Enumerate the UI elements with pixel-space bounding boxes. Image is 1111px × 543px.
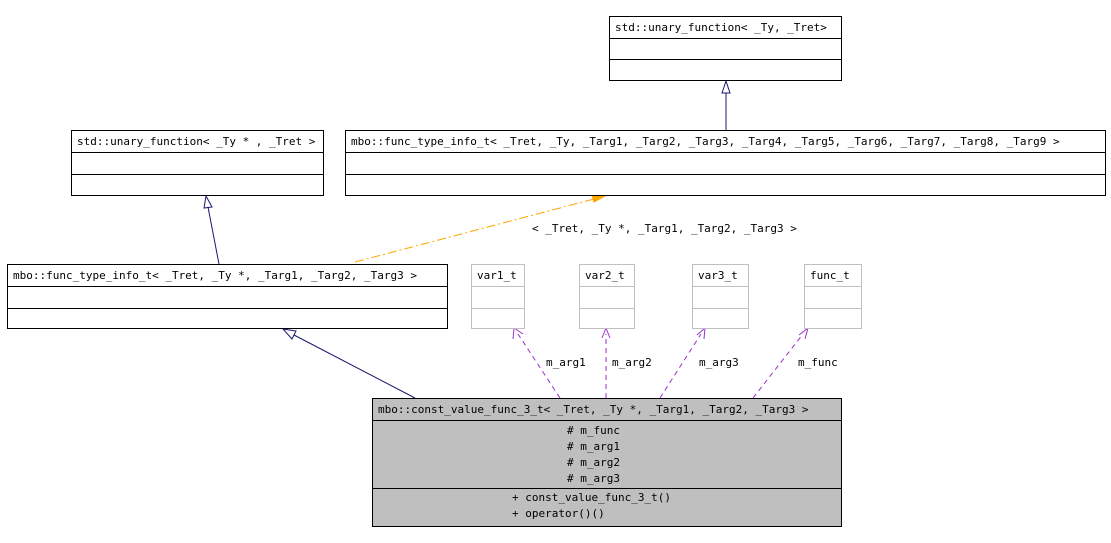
class-name: var1_t (472, 265, 524, 287)
attribute-m-arg1: # m_arg1 (567, 440, 620, 453)
usage-arrowhead (601, 326, 611, 339)
usage-arrowhead (696, 326, 706, 340)
attributes-section (346, 153, 1105, 175)
usage-label-m-arg2: m_arg2 (612, 356, 652, 369)
methods-section (610, 60, 841, 80)
attribute-m-arg2: # m_arg2 (567, 456, 620, 469)
attributes-section (693, 287, 748, 309)
attributes-section (472, 287, 524, 309)
usage-edge-m-arg1 (517, 333, 561, 399)
usage-edge-m-func (752, 333, 804, 399)
class-name: mbo::const_value_func_3_t< _Tret, _Ty *,… (373, 399, 841, 421)
methods-section (472, 309, 524, 328)
template-binding-edge (354, 198, 595, 263)
usage-label-m-arg1: m_arg1 (546, 356, 586, 369)
attributes-section: # m_func # m_arg1 # m_arg2 # m_arg3 (373, 421, 841, 489)
class-name: std::unary_function< _Ty * , _Tret > (72, 131, 323, 153)
class-func-type-info-full[interactable]: mbo::func_type_info_t< _Tret, _Ty, _Targ… (345, 130, 1106, 196)
class-const-value-func-3-t[interactable]: mbo::const_value_func_3_t< _Tret, _Ty *,… (372, 398, 842, 527)
class-unary-function-ty-tret[interactable]: std::unary_function< _Ty, _Tret> (609, 16, 842, 81)
template-arrowhead (591, 194, 607, 203)
class-var1-t[interactable]: var1_t (471, 264, 525, 329)
attributes-section (580, 287, 634, 309)
inheritance-arrowhead (721, 79, 731, 94)
class-name: mbo::func_type_info_t< _Tret, _Ty, _Targ… (346, 131, 1105, 153)
class-unary-function-typtr-tret[interactable]: std::unary_function< _Ty * , _Tret > (71, 130, 324, 196)
class-func-type-info-3[interactable]: mbo::func_type_info_t< _Tret, _Ty *, _Ta… (7, 264, 448, 329)
methods-section (580, 309, 634, 328)
methods-section (72, 175, 323, 195)
usage-label-m-arg3: m_arg3 (699, 356, 739, 369)
attributes-section (72, 153, 323, 175)
class-name: mbo::func_type_info_t< _Tret, _Ty *, _Ta… (8, 265, 447, 287)
attributes-section (805, 287, 861, 309)
template-binding-label: < _Tret, _Ty *, _Targ1, _Targ2, _Targ3 > (532, 222, 797, 235)
usage-edge-m-arg3 (659, 333, 702, 399)
method-constructor: + const_value_func_3_t() (512, 491, 671, 504)
class-name: var2_t (580, 265, 634, 287)
usage-arrowhead (512, 327, 524, 340)
attributes-section (8, 287, 447, 309)
usage-label-m-func: m_func (798, 356, 838, 369)
class-name: var3_t (693, 265, 748, 287)
attribute-m-arg3: # m_arg3 (567, 472, 620, 485)
class-var3-t[interactable]: var3_t (692, 264, 749, 329)
inheritance-edge-const-to-3 (293, 334, 416, 399)
method-call-operator: + operator()() (512, 507, 605, 520)
methods-section (346, 175, 1105, 195)
class-name: std::unary_function< _Ty, _Tret> (610, 17, 841, 39)
inheritance-arrowhead (281, 328, 297, 340)
inheritance-arrowhead (203, 194, 213, 209)
class-func-t[interactable]: func_t (804, 264, 862, 329)
attribute-m-func: # m_func (567, 424, 620, 437)
methods-section (805, 309, 861, 328)
methods-section (693, 309, 748, 328)
inheritance-edge-3-to-unary-ptr (207, 206, 220, 265)
attributes-section (610, 39, 841, 60)
methods-section: + const_value_func_3_t() + operator()() (373, 489, 841, 526)
class-var2-t[interactable]: var2_t (579, 264, 635, 329)
class-name: func_t (805, 265, 861, 287)
methods-section (8, 309, 447, 328)
